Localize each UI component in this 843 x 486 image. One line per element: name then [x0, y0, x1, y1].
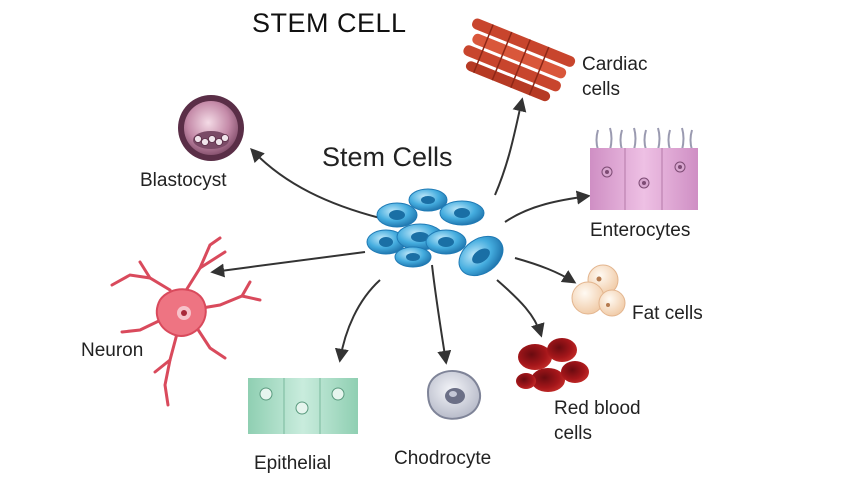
label-chodrocyte: Chodrocyte	[394, 448, 492, 469]
label-enterocytes: Enterocytes	[590, 220, 691, 241]
chodrocyte-icon	[426, 370, 481, 420]
label-cardiac-cells: Cardiac cells	[582, 54, 648, 100]
arrow-enterocytes	[504, 190, 591, 223]
arrow-neuron	[210, 251, 366, 278]
arrow-epithelial	[334, 279, 381, 363]
arrow-chodrocyte	[431, 264, 452, 365]
fat-cells-icon	[571, 264, 626, 317]
arrows	[210, 97, 591, 365]
neuron-body	[155, 288, 207, 337]
label-blastocyst: Blastocyst	[140, 170, 227, 191]
red-blood-cells-icon	[516, 338, 589, 392]
arrow-rbc	[496, 279, 545, 338]
label-red-blood-cells: Red blood cells	[554, 398, 641, 444]
label-epithelial: Epithelial	[254, 453, 332, 474]
arrow-cardiac	[494, 97, 527, 196]
diagram-title: STEM CELL	[252, 8, 407, 38]
stem-cell-cluster-icon	[366, 188, 504, 277]
center-label: Stem Cells	[322, 142, 453, 172]
label-fat-cells: Fat cells	[632, 303, 703, 324]
blastocyst-icon	[178, 95, 244, 161]
label-neuron: Neuron	[81, 340, 144, 361]
cardiac-cells-icon	[463, 18, 576, 102]
epithelial-icon	[248, 378, 358, 434]
enterocytes-icon	[590, 127, 698, 210]
arrow-fat	[514, 257, 577, 284]
arrow-blastocyst	[250, 147, 381, 219]
